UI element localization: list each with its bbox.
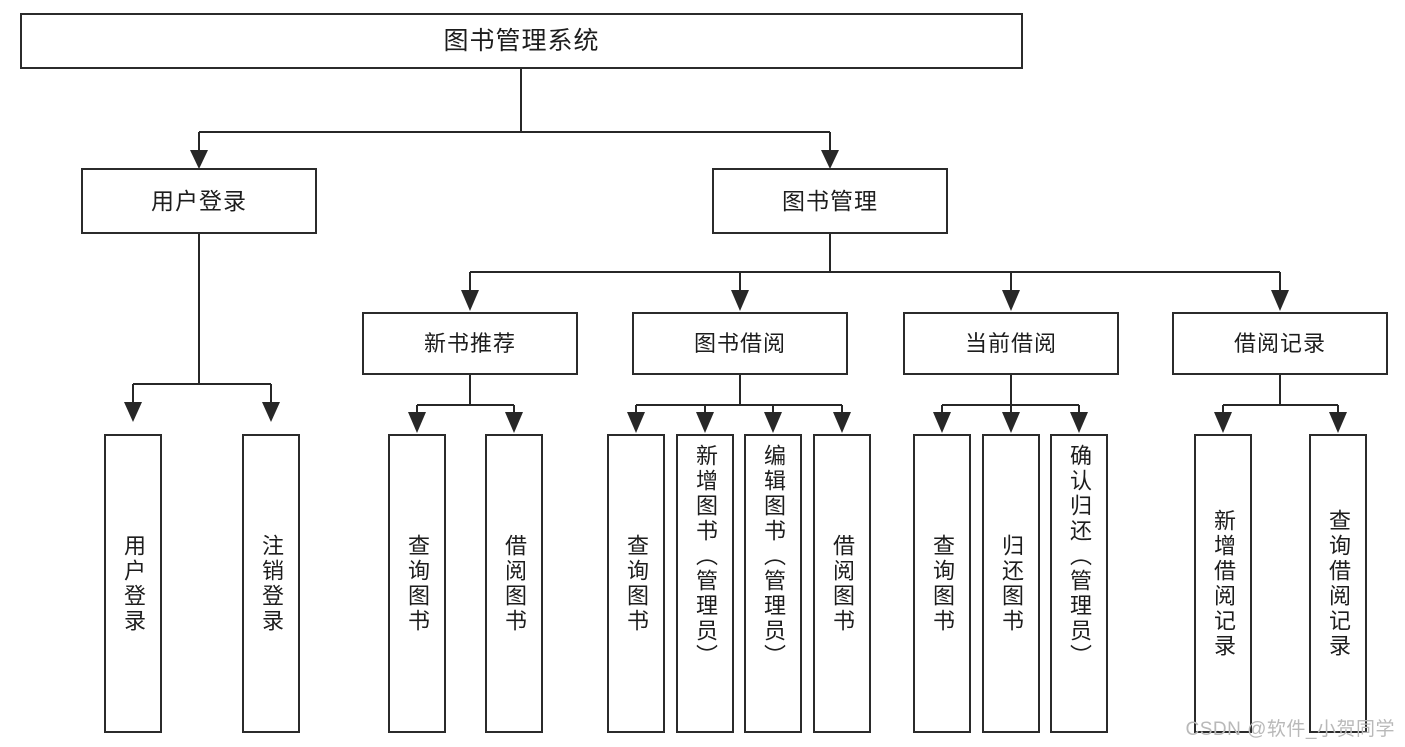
node-leaf-query-record[interactable]: 查询借阅记录	[1309, 434, 1367, 733]
node-leaf-user-logout-label: 注销登录	[259, 533, 284, 634]
node-leaf-query-book-3[interactable]: 查询图书	[913, 434, 971, 733]
arrow-borrow-record	[1271, 290, 1289, 311]
node-leaf-query-book-2-label: 查询图书	[624, 533, 649, 634]
node-leaf-query-book-3-label: 查询图书	[930, 533, 955, 634]
arrow-leaf-query-book-2	[627, 412, 645, 433]
arrow-leaf-query-book-3	[933, 412, 951, 433]
node-leaf-add-record[interactable]: 新增借阅记录	[1194, 434, 1252, 733]
node-leaf-edit-book[interactable]: 编辑图书（管理员）	[744, 434, 802, 733]
arrow-leaf-query-book-1	[408, 412, 426, 433]
node-leaf-borrow-book-1[interactable]: 借阅图书	[485, 434, 543, 733]
node-leaf-borrow-book-2-label: 借阅图书	[830, 533, 855, 634]
node-leaf-query-book-1[interactable]: 查询图书	[388, 434, 446, 733]
node-leaf-confirm-return[interactable]: 确认归还（管理员）	[1050, 434, 1108, 733]
arrow-leaf-user-logout	[262, 402, 280, 422]
node-leaf-return-book[interactable]: 归还图书	[982, 434, 1040, 733]
arrow-book-manage	[821, 150, 839, 169]
arrow-new-book-rec	[461, 290, 479, 311]
node-leaf-user-login[interactable]: 用户登录	[104, 434, 162, 733]
node-leaf-borrow-book-1-label: 借阅图书	[502, 533, 527, 634]
node-leaf-query-record-label: 查询借阅记录	[1326, 508, 1351, 659]
arrow-leaf-user-login	[124, 402, 142, 422]
arrow-book-borrow	[731, 290, 749, 311]
arrow-leaf-confirm-return	[1070, 412, 1088, 433]
node-book-borrow[interactable]: 图书借阅	[632, 312, 848, 375]
node-leaf-borrow-book-2[interactable]: 借阅图书	[813, 434, 871, 733]
node-root[interactable]: 图书管理系统	[20, 13, 1023, 69]
arrow-leaf-borrow-book-2	[833, 412, 851, 433]
node-borrow-record-label: 借阅记录	[1233, 330, 1326, 356]
node-book-borrow-label: 图书借阅	[693, 330, 786, 356]
arrow-leaf-query-record	[1329, 412, 1347, 433]
node-book-manage-label: 图书管理	[782, 187, 878, 214]
arrow-leaf-edit-book	[764, 412, 782, 433]
arrow-user-login	[190, 150, 208, 169]
node-user-login-label: 用户登录	[151, 187, 247, 214]
node-new-book-rec[interactable]: 新书推荐	[362, 312, 578, 375]
node-leaf-user-logout[interactable]: 注销登录	[242, 434, 300, 733]
node-leaf-query-book-2[interactable]: 查询图书	[607, 434, 665, 733]
node-root-label: 图书管理系统	[443, 26, 600, 55]
node-leaf-return-book-label: 归还图书	[999, 533, 1024, 634]
node-new-book-rec-label: 新书推荐	[423, 330, 516, 356]
node-leaf-add-record-label: 新增借阅记录	[1211, 508, 1236, 659]
arrow-leaf-add-record	[1214, 412, 1232, 433]
node-leaf-query-book-1-label: 查询图书	[405, 533, 430, 634]
node-leaf-add-book-label: 新增图书（管理员）	[693, 444, 718, 669]
node-current-borrow-label: 当前借阅	[964, 330, 1057, 356]
node-leaf-confirm-return-label: 确认归还（管理员）	[1067, 444, 1092, 669]
node-book-manage[interactable]: 图书管理	[712, 168, 948, 234]
node-leaf-user-login-label: 用户登录	[121, 533, 146, 634]
node-current-borrow[interactable]: 当前借阅	[903, 312, 1119, 375]
node-user-login[interactable]: 用户登录	[81, 168, 317, 234]
arrow-leaf-borrow-book-1	[505, 412, 523, 433]
node-borrow-record[interactable]: 借阅记录	[1172, 312, 1388, 375]
arrow-leaf-add-book	[696, 412, 714, 433]
csdn-watermark: CSDN @软件_小贺同学	[1185, 719, 1395, 740]
node-leaf-edit-book-label: 编辑图书（管理员）	[761, 444, 786, 669]
arrow-leaf-return-book	[1002, 412, 1020, 433]
arrow-current-borrow	[1002, 290, 1020, 311]
node-leaf-add-book[interactable]: 新增图书（管理员）	[676, 434, 734, 733]
